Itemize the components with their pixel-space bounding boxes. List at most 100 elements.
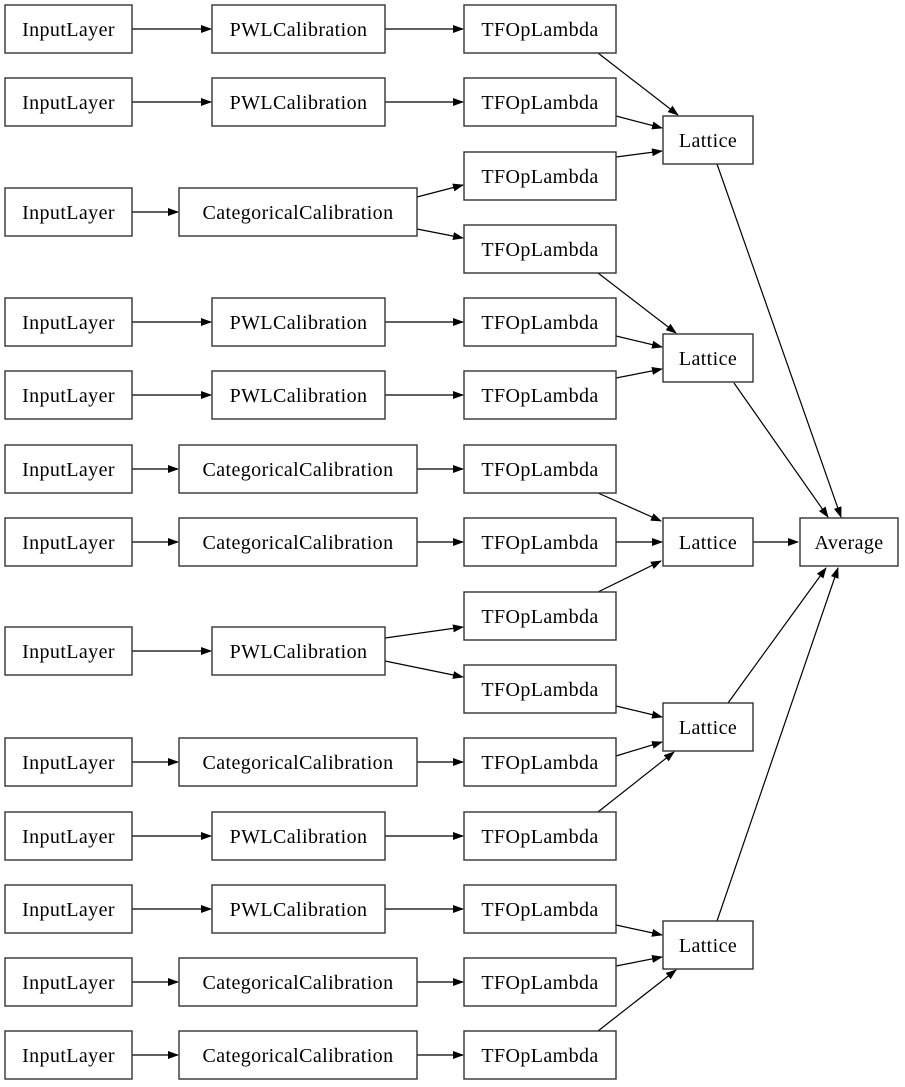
node-lattice-1: Lattice — [662, 115, 754, 165]
node-label-tfoplambda-5: TFOpLambda — [481, 312, 598, 334]
node-box-tfoplambda-9 — [463, 591, 617, 641]
node-label-inputlayer-3: InputLayer — [22, 202, 115, 224]
node-tfoplambda-11: TFOpLambda — [463, 737, 617, 787]
node-box-tfoplambda-6 — [463, 370, 617, 420]
node-box-lattice-4 — [662, 702, 754, 752]
node-categoricalcalibration-2: CategoricalCalibration — [178, 444, 418, 494]
node-label-tfoplambda-10: TFOpLambda — [481, 679, 598, 701]
edge-categoricalcalibration-1-to-tfoplambda-3 — [416, 183, 464, 198]
node-inputlayer-8: InputLayer — [4, 626, 133, 676]
node-box-pwlcalibration-5 — [211, 626, 386, 676]
node-label-tfoplambda-1: TFOpLambda — [481, 19, 598, 41]
node-box-tfoplambda-15 — [463, 1030, 617, 1080]
node-box-tfoplambda-2 — [463, 77, 617, 127]
node-inputlayer-5: InputLayer — [4, 370, 133, 420]
node-label-categoricalcalibration-2: CategoricalCalibration — [203, 459, 394, 481]
node-label-inputlayer-2: InputLayer — [22, 92, 115, 114]
edge-lattice-2-to-average — [733, 382, 829, 518]
node-tfoplambda-9: TFOpLambda — [463, 591, 617, 641]
node-average: Average — [799, 517, 899, 567]
node-box-lattice-2 — [662, 333, 754, 383]
node-box-categoricalcalibration-5 — [178, 957, 418, 1007]
node-box-inputlayer-13 — [4, 1030, 133, 1080]
node-inputlayer-7: InputLayer — [4, 517, 133, 567]
node-box-categoricalcalibration-4 — [178, 737, 418, 787]
edge-tfoplambda-9-to-lattice-3 — [597, 560, 662, 593]
node-lattice-3: Lattice — [662, 517, 754, 567]
edge-tfoplambda-7-to-lattice-3 — [597, 492, 662, 522]
node-categoricalcalibration-6: CategoricalCalibration — [178, 1030, 418, 1080]
node-label-pwlcalibration-2: PWLCalibration — [230, 92, 368, 114]
node-label-lattice-1: Lattice — [679, 130, 737, 152]
node-box-inputlayer-4 — [4, 297, 133, 347]
node-tfoplambda-2: TFOpLambda — [463, 77, 617, 127]
node-label-tfoplambda-12: TFOpLambda — [481, 826, 598, 848]
node-lattice-4: Lattice — [662, 702, 754, 752]
node-box-average — [799, 517, 899, 567]
node-box-lattice-1 — [662, 115, 754, 165]
edge-tfoplambda-13-to-lattice-5 — [615, 924, 663, 937]
node-tfoplambda-4: TFOpLambda — [463, 224, 617, 274]
node-box-inputlayer-12 — [4, 957, 133, 1007]
node-box-tfoplambda-8 — [463, 517, 617, 567]
edge-tfoplambda-5-to-lattice-2 — [615, 335, 663, 349]
node-label-pwlcalibration-4: PWLCalibration — [230, 385, 368, 407]
node-label-tfoplambda-8: TFOpLambda — [481, 532, 598, 554]
node-box-inputlayer-9 — [4, 737, 133, 787]
node-label-tfoplambda-4: TFOpLambda — [481, 239, 598, 261]
node-lattice-5: Lattice — [662, 920, 754, 970]
node-inputlayer-1: InputLayer — [4, 4, 133, 54]
node-tfoplambda-1: TFOpLambda — [463, 4, 617, 54]
nodes-layer: InputLayerInputLayerInputLayerInputLayer… — [4, 4, 899, 1080]
edge-tfoplambda-12-to-lattice-4 — [597, 751, 675, 813]
node-inputlayer-10: InputLayer — [4, 811, 133, 861]
node-box-tfoplambda-14 — [463, 957, 617, 1007]
node-label-inputlayer-13: InputLayer — [22, 1045, 115, 1067]
edge-tfoplambda-3-to-lattice-1 — [615, 148, 663, 158]
node-box-pwlcalibration-4 — [211, 370, 386, 420]
node-label-pwlcalibration-6: PWLCalibration — [230, 826, 368, 848]
node-label-tfoplambda-14: TFOpLambda — [481, 972, 598, 994]
node-inputlayer-9: InputLayer — [4, 737, 133, 787]
edge-pwlcalibration-5-to-tfoplambda-10 — [384, 660, 464, 679]
node-box-tfoplambda-10 — [463, 664, 617, 714]
node-box-inputlayer-6 — [4, 444, 133, 494]
node-pwlcalibration-5: PWLCalibration — [211, 626, 386, 676]
node-label-inputlayer-4: InputLayer — [22, 312, 115, 334]
node-label-inputlayer-7: InputLayer — [22, 532, 115, 554]
node-pwlcalibration-3: PWLCalibration — [211, 297, 386, 347]
node-label-lattice-4: Lattice — [679, 717, 737, 739]
node-pwlcalibration-7: PWLCalibration — [211, 884, 386, 934]
node-lattice-2: Lattice — [662, 333, 754, 383]
node-label-lattice-3: Lattice — [679, 532, 737, 554]
node-tfoplambda-14: TFOpLambda — [463, 957, 617, 1007]
node-categoricalcalibration-1: CategoricalCalibration — [178, 187, 418, 237]
node-label-inputlayer-12: InputLayer — [22, 972, 115, 994]
node-box-tfoplambda-3 — [463, 151, 617, 201]
node-box-inputlayer-10 — [4, 811, 133, 861]
node-box-tfoplambda-4 — [463, 224, 617, 274]
node-inputlayer-13: InputLayer — [4, 1030, 133, 1080]
edge-categoricalcalibration-1-to-tfoplambda-4 — [416, 228, 464, 241]
node-label-lattice-2: Lattice — [679, 348, 737, 370]
edge-tfoplambda-11-to-lattice-4 — [615, 741, 663, 757]
node-label-lattice-5: Lattice — [679, 935, 737, 957]
edge-tfoplambda-1-to-lattice-1 — [597, 52, 679, 116]
edge-tfoplambda-14-to-lattice-5 — [615, 954, 663, 967]
node-label-average: Average — [814, 532, 883, 554]
node-box-inputlayer-5 — [4, 370, 133, 420]
node-label-tfoplambda-2: TFOpLambda — [481, 92, 598, 114]
edge-tfoplambda-10-to-lattice-4 — [615, 705, 663, 719]
node-pwlcalibration-4: PWLCalibration — [211, 370, 386, 420]
node-tfoplambda-7: TFOpLambda — [463, 444, 617, 494]
node-box-pwlcalibration-6 — [211, 811, 386, 861]
node-label-pwlcalibration-3: PWLCalibration — [230, 312, 368, 334]
node-inputlayer-2: InputLayer — [4, 77, 133, 127]
edge-tfoplambda-15-to-lattice-5 — [597, 969, 677, 1032]
node-box-inputlayer-1 — [4, 4, 133, 54]
node-inputlayer-12: InputLayer — [4, 957, 133, 1007]
node-label-categoricalcalibration-4: CategoricalCalibration — [203, 752, 394, 774]
node-label-pwlcalibration-7: PWLCalibration — [230, 899, 368, 921]
